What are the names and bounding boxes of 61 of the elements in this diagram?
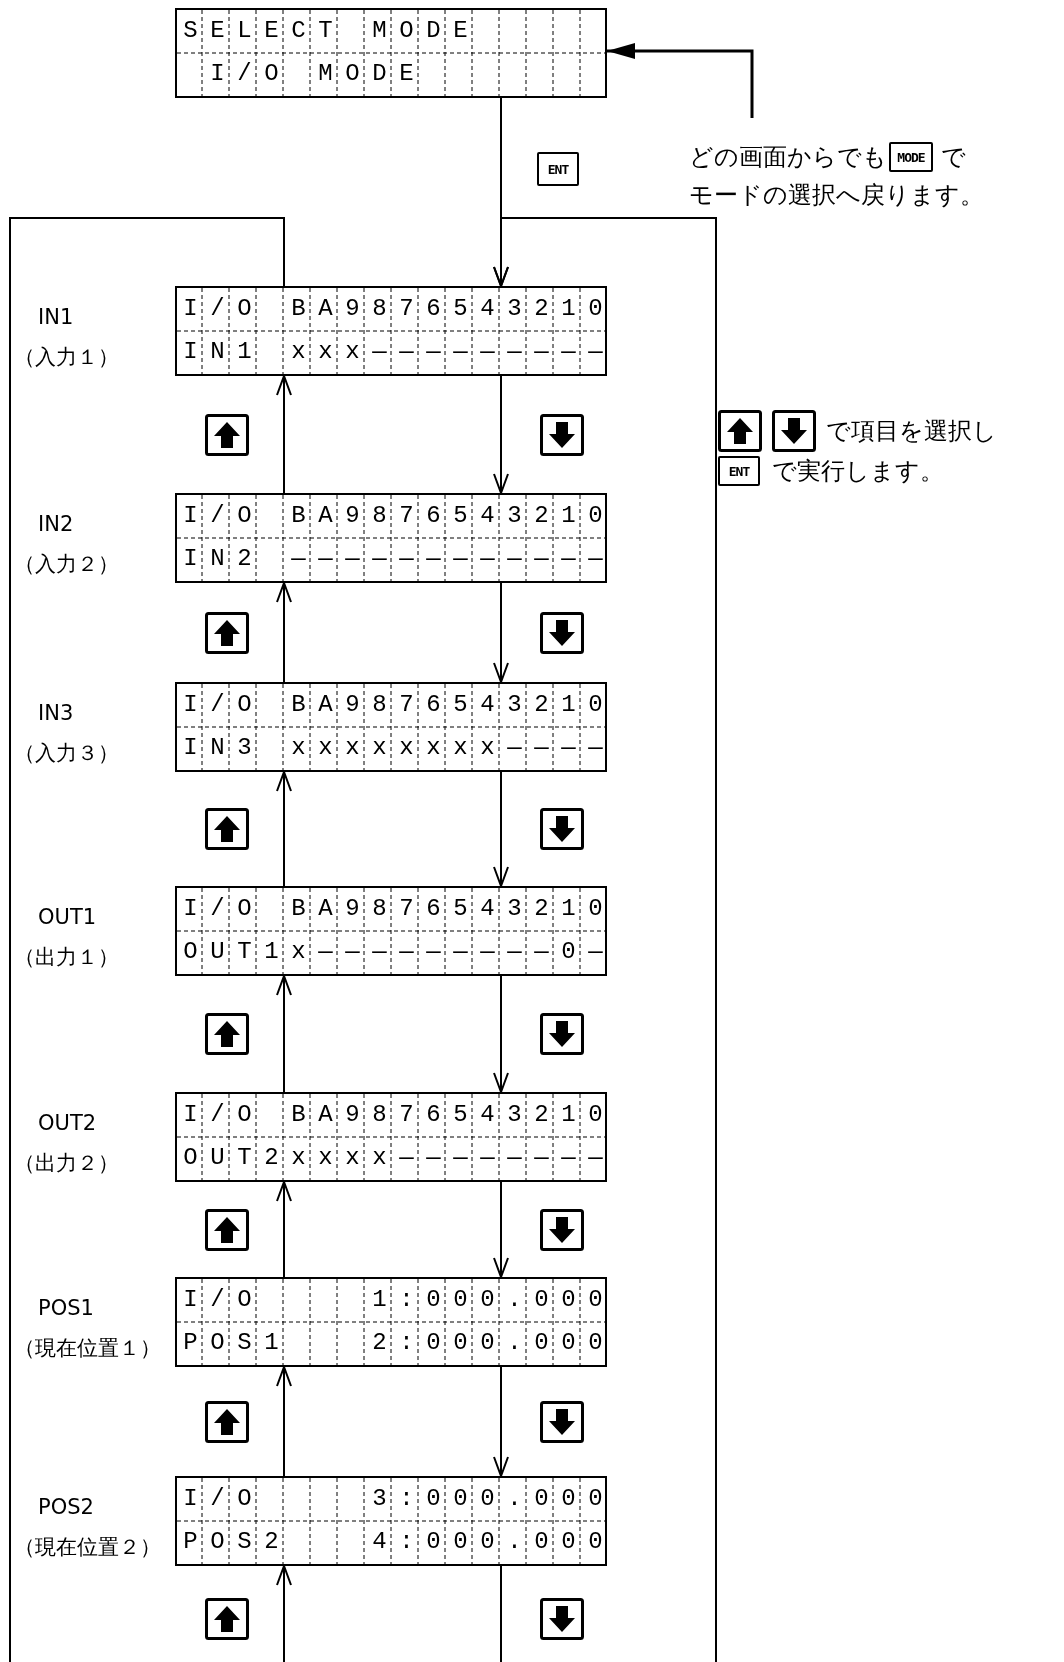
arrow [493,582,509,683]
lcd-screen [175,1476,607,1566]
arrow [276,375,292,494]
arrow [276,1565,292,1662]
arrow [276,771,292,887]
display-text: I/O BA9876543210 [182,1100,616,1130]
lcd-screen [175,493,607,583]
display-text: SELECT MODE [182,16,481,46]
lcd-screen [175,682,607,772]
lcd-screen [175,1277,607,1367]
note-text: で項目を選択し [826,416,997,446]
enter-key: ENT [537,152,579,186]
screen-label: IN2 [38,511,74,537]
arrow [607,43,754,118]
display-text: I/O BA9876543210 [182,894,616,924]
screen-label: IN1 [38,304,74,330]
screen-label: （入力２） [14,551,119,577]
display-text: IN2 ———————————— [182,544,616,574]
arrow [276,975,292,1093]
screen-label: （入力３） [14,740,119,766]
screen-label: POS2 [38,1494,94,1520]
display-text: I/O BA9876543210 [182,501,616,531]
screen-label: （入力１） [14,344,119,370]
display-text: POS1 2:000.000 [182,1328,616,1358]
screen-label: （出力１） [14,944,119,970]
note-text: どの画面からでも [689,142,887,172]
display-text: I/O MODE [209,59,427,89]
display-text: I/O BA9876543210 [182,690,616,720]
screen-label: （出力２） [14,1150,119,1176]
screen-label: （現在位置２） [14,1534,161,1560]
arrow [493,375,509,494]
screen-label: POS1 [38,1295,94,1321]
lcd-screen [175,886,607,976]
enter-key: ENT [718,456,760,486]
display-text: I/O 1:000.000 [182,1285,616,1315]
screen-label: IN3 [38,700,74,726]
display-text: I/O BA9876543210 [182,294,616,324]
lcd-screen [175,8,607,98]
arrow [493,1181,509,1278]
display-text: IN3 xxxxxxxx———— [182,733,616,763]
arrow [276,582,292,683]
arrow [493,771,509,887]
screen-label: OUT1 [38,904,97,930]
note-text: で [941,142,966,172]
display-text: IN1 xxx————————— [182,337,616,367]
note-text: モードの選択へ戻ります。 [689,180,984,210]
display-text: POS2 4:000.000 [182,1527,616,1557]
arrow [276,1181,292,1278]
arrow [493,975,509,1093]
display-text: OUT1x—————————0— [182,937,616,967]
display-text: I/O 3:000.000 [182,1484,616,1514]
arrow [493,1366,509,1477]
display-text: OUT2xxxx———————— [182,1143,616,1173]
lcd-screen [175,1092,607,1182]
arrow [493,217,717,1662]
screen-label: OUT2 [38,1110,97,1136]
note-text: で実行します。 [772,456,944,486]
arrow [276,1366,292,1477]
mode-key: MODE [889,142,933,172]
screen-label: （現在位置１） [14,1335,161,1361]
lcd-screen [175,286,607,376]
